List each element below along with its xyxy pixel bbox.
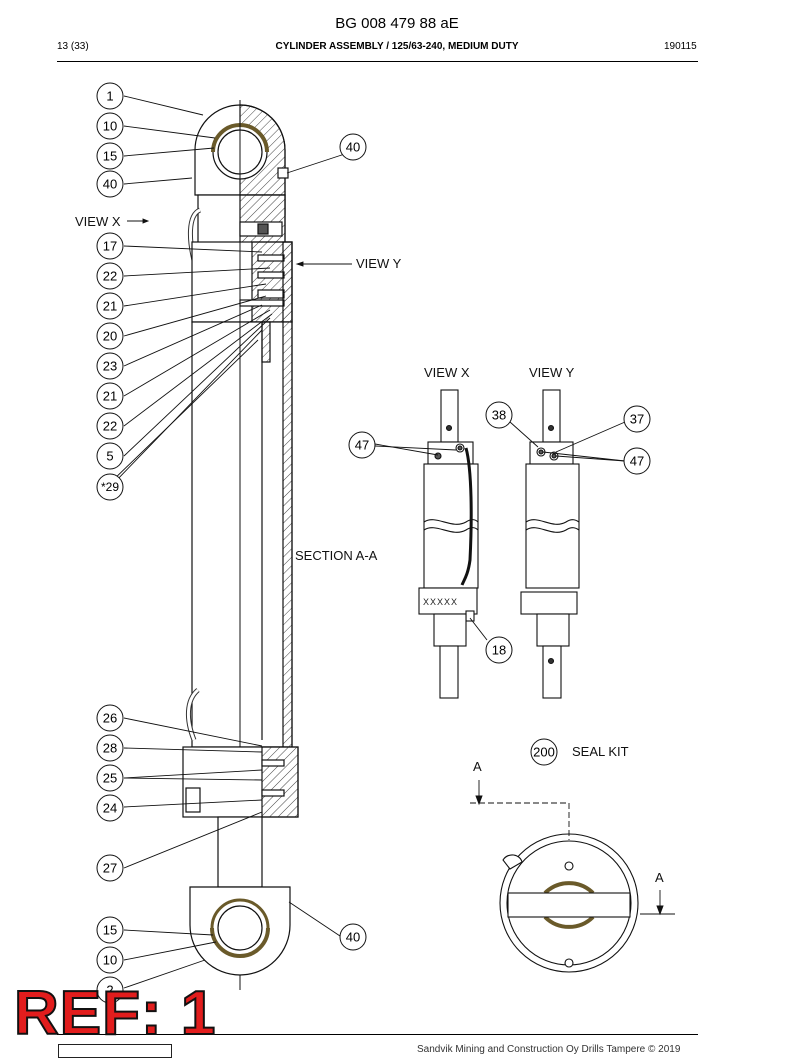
balloon-item-2: 2 bbox=[96, 976, 124, 1004]
section-label: SECTION A-A bbox=[295, 548, 378, 563]
balloon-number: 27 bbox=[103, 861, 117, 876]
serial-marking: XXXXX bbox=[423, 597, 458, 607]
balloon-item-27: 27 bbox=[96, 854, 124, 882]
balloon-item-10-b: 10 bbox=[96, 946, 124, 974]
balloon-number: *29 bbox=[101, 480, 119, 494]
balloon-item-15: 15 bbox=[96, 142, 124, 170]
balloon-number: 26 bbox=[103, 711, 117, 726]
view-x-label-main: VIEW X bbox=[75, 214, 121, 229]
view-x-drawing bbox=[418, 389, 479, 699]
balloon-item-200: 200 bbox=[530, 738, 558, 766]
footer-copyright: Sandvik Mining and Construction Oy Drill… bbox=[417, 1044, 681, 1055]
balloon-number: 40 bbox=[346, 930, 360, 945]
balloon-number: 37 bbox=[630, 412, 644, 427]
item-balloons: 1 10 15 40 40 17 22 21 20 23 21 22 5 *29… bbox=[96, 82, 651, 1004]
view-x-heading: VIEW X bbox=[424, 365, 470, 380]
balloon-item-5: 5 bbox=[96, 442, 124, 470]
page-number: 13 (33) bbox=[57, 41, 89, 52]
balloon-number: 23 bbox=[103, 359, 117, 374]
balloon-number: 28 bbox=[103, 741, 117, 756]
balloon-number: 15 bbox=[103, 923, 117, 938]
balloon-item-10: 10 bbox=[96, 112, 124, 140]
ref-stamp: REF: 1 bbox=[13, 979, 217, 1048]
balloon-item-15-b: 15 bbox=[96, 916, 124, 944]
balloon-number: 17 bbox=[103, 239, 117, 254]
balloon-number: 22 bbox=[103, 419, 117, 434]
balloon-number: 1 bbox=[106, 89, 113, 104]
seal-kit-label: SEAL KIT bbox=[572, 744, 629, 759]
balloon-number: 10 bbox=[103, 119, 117, 134]
view-y-heading: VIEW Y bbox=[529, 365, 575, 380]
balloon-number: 10 bbox=[103, 953, 117, 968]
balloon-number: 40 bbox=[346, 140, 360, 155]
balloon-item-1: 1 bbox=[96, 82, 124, 110]
balloon-item-40-bottom: 40 bbox=[339, 923, 367, 951]
balloon-item-38: 38 bbox=[485, 401, 513, 429]
main-cylinder bbox=[182, 100, 299, 990]
balloon-item-28: 28 bbox=[96, 734, 124, 762]
view-y-drawing bbox=[520, 389, 580, 699]
balloon-item-24: 24 bbox=[96, 794, 124, 822]
balloon-number: 24 bbox=[103, 801, 117, 816]
balloon-item-23: 23 bbox=[96, 352, 124, 380]
balloon-item-47: 47 bbox=[348, 431, 376, 459]
section-a-a-drawing bbox=[499, 833, 639, 973]
balloon-number: 2 bbox=[106, 983, 113, 998]
balloon-number: 47 bbox=[355, 438, 369, 453]
balloon-number: 25 bbox=[103, 771, 117, 786]
balloon-item-22-b: 22 bbox=[96, 412, 124, 440]
balloon-item-17: 17 bbox=[96, 232, 124, 260]
view-y-label-main: VIEW Y bbox=[356, 256, 402, 271]
balloon-item-25: 25 bbox=[96, 764, 124, 792]
balloon-item-21-b: 21 bbox=[96, 382, 124, 410]
balloon-item-40: 40 bbox=[96, 170, 124, 198]
balloon-number: 38 bbox=[492, 408, 506, 423]
page-title: CYLINDER ASSEMBLY / 125/63-240, MEDIUM D… bbox=[275, 41, 519, 52]
header-rule bbox=[57, 61, 698, 62]
balloon-item-18: 18 bbox=[485, 636, 513, 664]
document-number: BG 008 479 88 aE bbox=[335, 15, 459, 32]
balloon-item-26: 26 bbox=[96, 704, 124, 732]
balloon-item-20: 20 bbox=[96, 322, 124, 350]
balloon-item-22: 22 bbox=[96, 262, 124, 290]
balloon-number: 20 bbox=[103, 329, 117, 344]
balloon-item-21: 21 bbox=[96, 292, 124, 320]
balloon-item-37: 37 bbox=[623, 405, 651, 433]
balloon-number: 5 bbox=[106, 449, 113, 464]
section-mark-top: A bbox=[473, 759, 482, 774]
section-cut-lines bbox=[470, 780, 675, 916]
balloon-number: 22 bbox=[103, 269, 117, 284]
section-mark-right: A bbox=[655, 870, 664, 885]
balloon-number: 21 bbox=[103, 299, 117, 314]
balloon-number: 15 bbox=[103, 149, 117, 164]
balloon-item-47-b: 47 bbox=[623, 447, 651, 475]
revision-date: 190115 bbox=[664, 41, 697, 52]
balloon-number: 40 bbox=[103, 177, 117, 192]
footer-rule bbox=[57, 1034, 698, 1035]
balloon-number: 21 bbox=[103, 389, 117, 404]
balloon-number: 47 bbox=[630, 454, 644, 469]
balloon-item-29: *29 bbox=[96, 473, 124, 501]
balloon-number: 200 bbox=[533, 745, 555, 760]
balloon-number: 18 bbox=[492, 643, 506, 658]
balloon-item-40-top: 40 bbox=[339, 133, 367, 161]
